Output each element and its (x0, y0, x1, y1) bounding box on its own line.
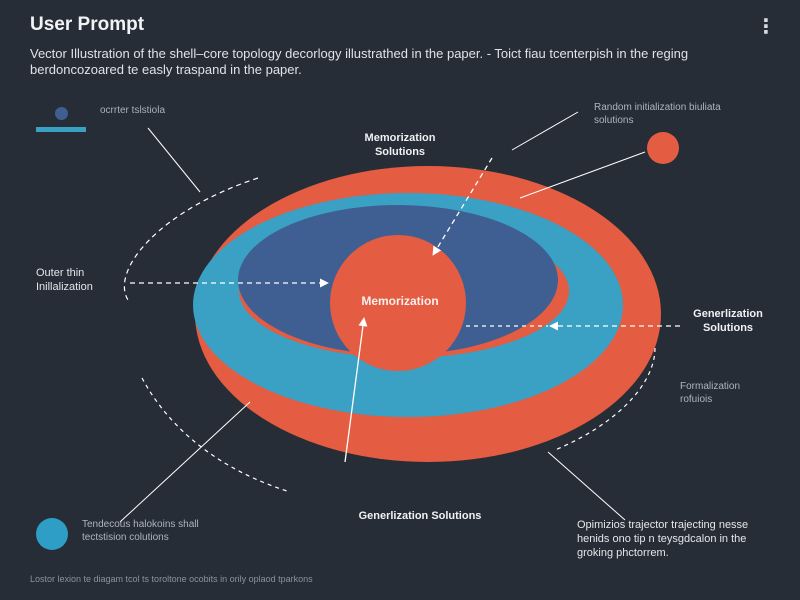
page-title: User Prompt (30, 14, 145, 35)
leader-line-accent (519, 151, 646, 199)
dashed-arc-left (123, 177, 259, 301)
arrow-core-up (344, 317, 368, 463)
label-optimization: Opimizios trajector trajecting nesse hen… (577, 519, 749, 559)
description-line-1: Vector Illustration of the shell–core to… (30, 46, 689, 61)
label-generalization-right: Generlization Solutions (693, 308, 763, 334)
label-memorization-solutions: Memorization Solutions (364, 132, 436, 158)
description-line-2: berdoncozoared te easly traspand in the … (30, 62, 302, 77)
legend-bar (36, 127, 86, 132)
label-outer-thin: Outer thin Inillalization (36, 267, 93, 293)
label-formalization: Formalization rofuiois (680, 381, 741, 405)
circle-icon (36, 518, 68, 550)
label-core: Memorization (361, 294, 439, 308)
label-random-init: Random initialization biuliata solutions (594, 102, 721, 126)
leader-line-bottom-left (119, 401, 251, 523)
description: Vector Illustration of the shell–core to… (30, 46, 770, 78)
footnote: Lostor lexion te diagam tcol ts torolton… (30, 574, 313, 584)
dashed-arc-bottom-left (141, 377, 291, 493)
label-tendencies: Tendecous halokoins shall tectstision co… (82, 519, 199, 543)
accent-dot-icon (647, 132, 679, 164)
arrow-memorization-solutions (432, 157, 493, 256)
label-generalization-bottom: Generlization Solutions (358, 510, 482, 522)
leader-line-random-init (511, 111, 579, 151)
memorization-core (330, 235, 466, 371)
leader-line-optimization (547, 451, 626, 521)
legend-label: ocrrter tslstiola (100, 105, 166, 116)
legend-dot-icon (55, 107, 68, 120)
dashed-arc-right (554, 347, 656, 451)
leader-line-legend (147, 127, 201, 193)
